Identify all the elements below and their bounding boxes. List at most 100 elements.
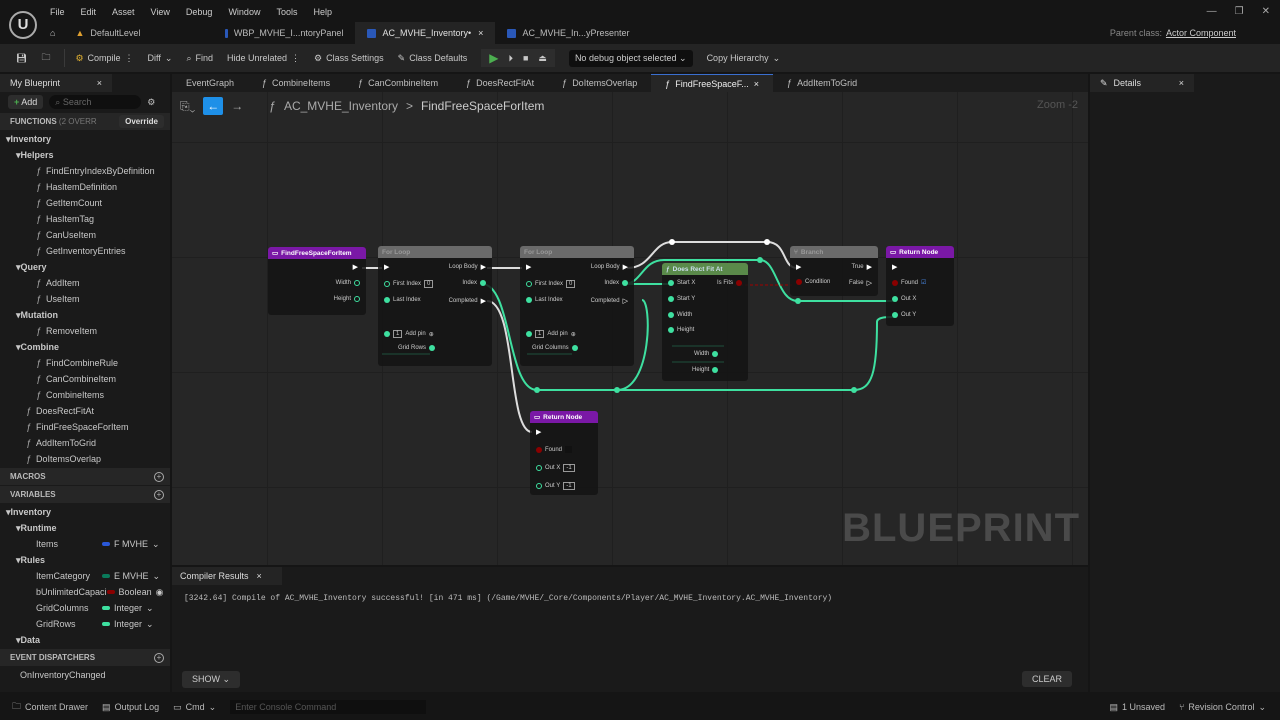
- debug-object-select[interactable]: No debug object selected ⌄: [568, 49, 693, 67]
- menu-asset[interactable]: Asset: [112, 7, 135, 17]
- category-data[interactable]: ▾ Data: [16, 634, 41, 646]
- variable-type[interactable]: Boolean ◉: [106, 586, 164, 598]
- tab-cancombineitem[interactable]: ƒ CanCombineItem: [358, 78, 439, 88]
- unsaved-button[interactable]: ▤ 1 Unsaved: [1109, 701, 1166, 713]
- visibility-eye-icon[interactable]: ◉: [155, 586, 164, 597]
- category-runtime[interactable]: ▾ Runtime: [16, 522, 57, 534]
- console-input[interactable]: Enter Console Command: [230, 700, 427, 714]
- play-icon[interactable]: ▶: [489, 51, 499, 65]
- width-pin[interactable]: Width: [668, 312, 692, 318]
- maximize-icon[interactable]: ❐: [1234, 6, 1244, 17]
- false-pin[interactable]: False▷: [848, 280, 872, 287]
- override-dropdown[interactable]: Override: [119, 115, 164, 128]
- function-item[interactable]: AddItemToGrid: [0, 435, 170, 451]
- expand-arrow-icon[interactable]: ▾: [16, 341, 21, 352]
- variables-section[interactable]: VARIABLES+: [0, 486, 170, 503]
- close-icon[interactable]: ×: [753, 78, 760, 89]
- condition-pin[interactable]: Condition: [796, 279, 830, 285]
- menu-file[interactable]: File: [50, 7, 65, 17]
- grid-rows-var[interactable]: Grid Rows: [398, 345, 436, 351]
- category-combine[interactable]: ▾ Combine: [16, 341, 60, 353]
- expand-arrow-icon[interactable]: ▾: [16, 149, 21, 160]
- add-macro-icon[interactable]: +: [154, 471, 164, 482]
- close-icon[interactable]: ×: [478, 28, 484, 38]
- close-window-icon[interactable]: ✕: [1261, 6, 1270, 17]
- function-item[interactable]: CombineItems: [0, 387, 170, 403]
- checkbox-checked[interactable]: ☑: [921, 280, 927, 286]
- exec-in-pin[interactable]: ▶: [892, 264, 898, 271]
- close-icon[interactable]: ×: [96, 78, 102, 88]
- tab-additemtogrid[interactable]: ƒ AddItemToGrid: [787, 78, 858, 88]
- start-y-pin[interactable]: Start Y: [668, 296, 695, 302]
- tab-doesrectfitat[interactable]: ƒ DoesRectFitAt: [466, 78, 535, 88]
- true-pin[interactable]: True▶: [851, 264, 872, 271]
- height-var[interactable]: Height: [692, 367, 719, 373]
- compiler-results-tab[interactable]: Compiler Results×: [172, 567, 282, 585]
- content-drawer-button[interactable]: 🗀 Content Drawer: [12, 701, 89, 712]
- chevron-down-icon[interactable]: ⌄: [146, 602, 154, 613]
- height-pin[interactable]: Height: [334, 296, 360, 302]
- home-icon[interactable]: ⌂: [50, 28, 56, 38]
- loop-body-pin[interactable]: Loop Body▶: [590, 264, 628, 271]
- function-item[interactable]: CanCombineItem: [0, 371, 170, 387]
- eject-icon[interactable]: ⏏: [538, 52, 547, 63]
- close-icon[interactable]: ×: [1178, 78, 1184, 88]
- menu-help[interactable]: Help: [313, 7, 332, 17]
- index-pin[interactable]: Index: [604, 280, 628, 286]
- browse-icon[interactable]: 🗀: [41, 52, 51, 62]
- menu-window[interactable]: Window: [228, 7, 261, 17]
- back-button[interactable]: ←: [203, 97, 224, 115]
- category-mutation[interactable]: ▾ Mutation: [16, 309, 59, 321]
- minimize-icon[interactable]: —: [1206, 6, 1217, 17]
- variable-type[interactable]: Integer ⌄: [102, 619, 162, 630]
- expand-arrow-icon[interactable]: ▾: [16, 554, 21, 565]
- exec-in-pin[interactable]: ▶: [796, 264, 802, 271]
- tab-eventgraph[interactable]: EventGraph: [186, 78, 235, 88]
- last-index-pin[interactable]: Last Index: [526, 297, 563, 303]
- search-input[interactable]: ⌕ Search: [49, 95, 142, 109]
- graph-canvas[interactable]: ⎘⌄ ← → ƒ AC_MVHE_Inventory > FindFreeSpa…: [172, 92, 1088, 565]
- forward-button[interactable]: →: [231, 99, 244, 113]
- tab-doitemsoverlap[interactable]: ƒ DoItemsOverlap: [562, 78, 638, 88]
- add-button[interactable]: + Add: [8, 95, 44, 109]
- expand-arrow-icon[interactable]: ▾: [16, 309, 21, 320]
- chevron-down-icon[interactable]: ⌄: [152, 570, 161, 581]
- cmd-dropdown[interactable]: ▭ Cmd ⌄: [173, 701, 217, 713]
- variable-type[interactable]: Integer ⌄: [102, 603, 162, 614]
- my-blueprint-tab[interactable]: My Blueprint×: [0, 74, 112, 92]
- parent-class-link[interactable]: Actor Component: [1165, 28, 1236, 38]
- height-pin[interactable]: Height: [668, 327, 694, 333]
- doc-tab-ac-inventory[interactable]: AC_MVHE_Inventory•×: [355, 22, 496, 44]
- find-button[interactable]: ⌕Find: [186, 52, 213, 64]
- close-icon[interactable]: ×: [256, 571, 262, 581]
- function-item[interactable]: DoesRectFitAt: [0, 403, 170, 419]
- start-x-pin[interactable]: Start X: [668, 280, 695, 286]
- category-inventory[interactable]: ▾ Inventory: [6, 133, 52, 145]
- menu-view[interactable]: View: [150, 7, 170, 17]
- branch-node[interactable]: ⑂Branch ▶ True▶ Condition False▷: [790, 246, 878, 296]
- out-x-pin[interactable]: Out X: [892, 296, 916, 302]
- category-rules[interactable]: ▾ Rules: [16, 554, 46, 566]
- index-pin[interactable]: Index: [462, 280, 486, 286]
- dispatchers-section[interactable]: EVENT DISPATCHERS+: [0, 649, 170, 666]
- function-item[interactable]: UseItem: [0, 291, 170, 307]
- step-icon[interactable]: ⏵: [508, 52, 513, 63]
- function-item[interactable]: FindCombineRule: [0, 355, 170, 371]
- expand-arrow-icon[interactable]: ▾: [6, 506, 11, 517]
- add-variable-icon[interactable]: +: [154, 489, 164, 500]
- menu-debug[interactable]: Debug: [185, 7, 213, 17]
- exec-in-pin[interactable]: ▶: [384, 264, 390, 271]
- settings-gear-icon[interactable]: ⚙: [147, 96, 156, 107]
- stop-icon[interactable]: ■: [522, 53, 529, 63]
- return-node-not-found[interactable]: ▭Return Node ▶ Found Out X-1 Out Y-1: [530, 411, 598, 495]
- function-item[interactable]: GetInventoryEntries: [0, 243, 170, 259]
- variable-type[interactable]: F MVHE ⌄: [102, 539, 162, 550]
- function-item[interactable]: HasItemDefinition: [0, 179, 170, 195]
